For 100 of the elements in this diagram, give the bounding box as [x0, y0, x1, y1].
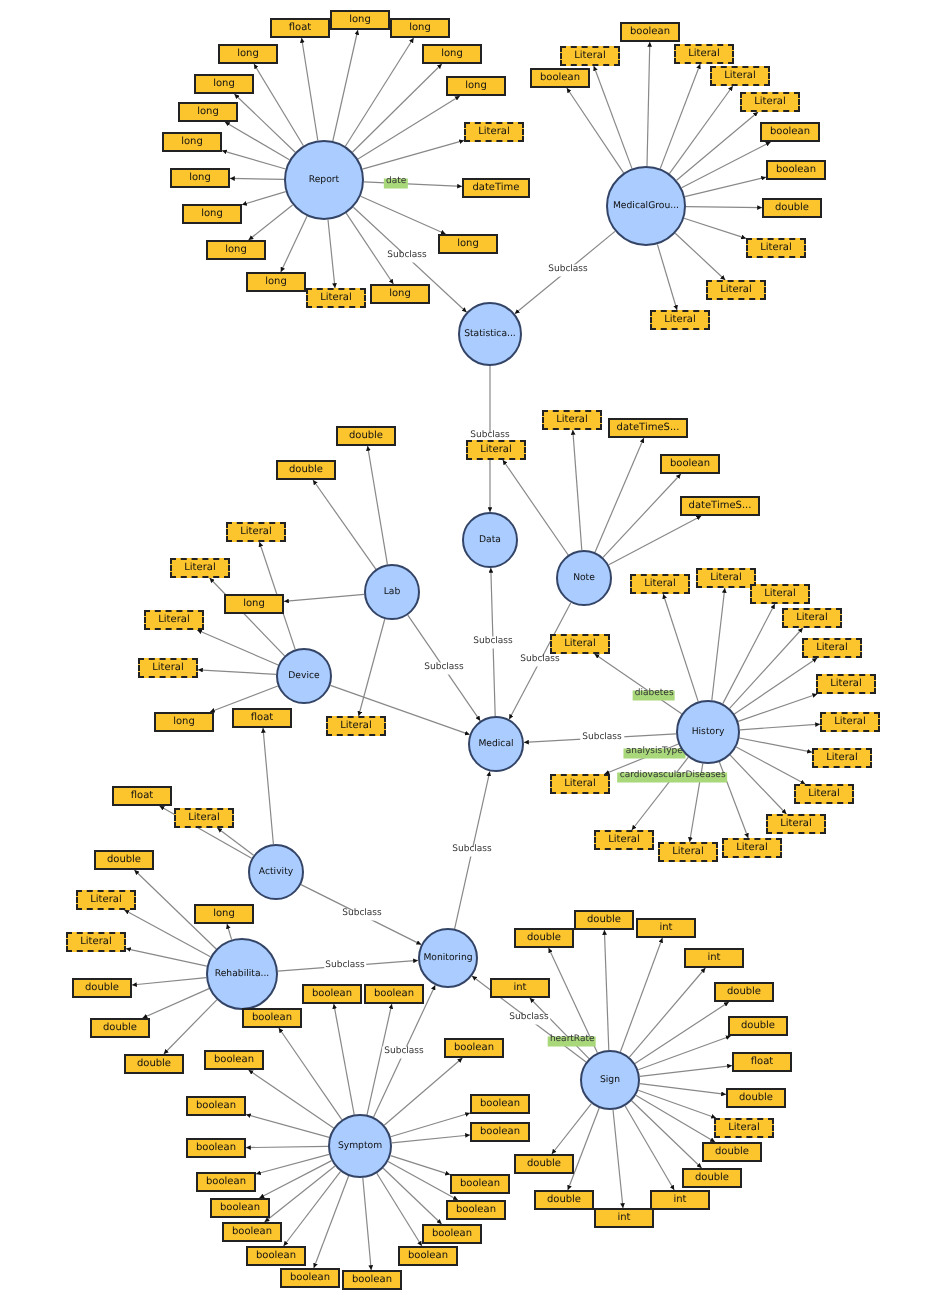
arrow — [264, 1165, 336, 1223]
arrow — [360, 195, 447, 235]
arrow — [685, 205, 763, 210]
arrow — [711, 587, 727, 701]
arrow — [241, 191, 287, 206]
arrow — [248, 204, 294, 241]
arrow — [332, 1003, 355, 1116]
arrow — [566, 87, 625, 174]
arrow — [131, 977, 207, 987]
arrow — [197, 667, 277, 675]
arrow — [125, 947, 208, 967]
arrow — [248, 1069, 335, 1129]
arrow — [637, 1035, 732, 1071]
arrow — [261, 727, 274, 845]
arrow — [739, 722, 821, 731]
arrow — [391, 1133, 471, 1144]
arrow — [567, 1107, 600, 1191]
arrow — [639, 1083, 727, 1097]
arrow — [283, 1170, 342, 1247]
arrow — [488, 567, 496, 717]
arrow — [722, 603, 776, 705]
arrow — [357, 95, 461, 160]
arrow — [529, 997, 590, 1060]
arrow — [278, 1027, 343, 1121]
arrow — [245, 1113, 330, 1138]
arrow — [352, 63, 443, 153]
arrow — [283, 593, 365, 604]
arrow — [209, 685, 279, 713]
arrow — [502, 459, 569, 556]
arrow — [373, 984, 436, 1118]
arrow — [684, 176, 767, 198]
arrow — [216, 827, 255, 856]
arrow — [327, 219, 337, 289]
arrow — [733, 657, 818, 715]
arrow — [313, 1175, 350, 1269]
arrow — [362, 1177, 374, 1271]
arrow — [624, 1105, 675, 1191]
arrow — [258, 1160, 333, 1199]
arrow — [729, 754, 787, 815]
arrow — [390, 1155, 451, 1176]
arrow — [224, 121, 290, 161]
arrow — [593, 65, 633, 170]
arrow — [332, 29, 360, 142]
arrow — [735, 746, 806, 785]
arrow — [548, 947, 598, 1054]
arrow — [635, 1094, 716, 1143]
arrow — [619, 937, 663, 1053]
arrow — [681, 141, 772, 189]
arrow — [300, 884, 422, 946]
arrow — [646, 41, 653, 167]
arrow — [255, 1153, 330, 1176]
arrow — [631, 1100, 703, 1169]
arrow — [163, 999, 218, 1055]
arrow — [634, 1001, 730, 1065]
arrow — [729, 627, 804, 709]
arrow — [454, 770, 492, 930]
arrow — [376, 1172, 423, 1247]
arrow — [594, 437, 645, 553]
arrow — [352, 206, 468, 313]
arrow — [628, 967, 706, 1058]
arrow — [668, 85, 734, 175]
arrow — [737, 693, 818, 722]
arrow — [123, 909, 211, 958]
arrow — [674, 232, 726, 281]
arrow — [366, 1003, 394, 1116]
arrow — [738, 737, 813, 754]
arrow — [361, 139, 465, 170]
arrow — [329, 684, 471, 736]
arrow — [508, 602, 572, 720]
arrow — [345, 212, 394, 285]
arrow — [676, 111, 759, 181]
arrow — [631, 756, 689, 831]
arrow — [594, 653, 683, 715]
arrow — [662, 593, 699, 703]
arrow — [612, 1109, 625, 1209]
arrow — [608, 515, 702, 566]
arrow — [226, 923, 233, 941]
arrow — [300, 37, 319, 141]
arrow — [366, 445, 388, 565]
arrow — [363, 181, 463, 189]
arrow — [344, 37, 415, 147]
arrow — [382, 1167, 443, 1225]
arrow — [602, 473, 682, 558]
arrow — [683, 217, 747, 240]
arrow — [196, 629, 279, 666]
arrow — [718, 761, 749, 839]
arrow — [280, 215, 308, 273]
arrow — [229, 176, 285, 181]
arrow — [133, 869, 217, 950]
arrow — [639, 1063, 733, 1077]
arrow — [551, 1103, 592, 1155]
arrow — [221, 149, 287, 170]
arrow — [142, 988, 210, 1019]
arrow — [570, 429, 583, 551]
arrow — [407, 614, 481, 722]
arrow — [637, 1089, 717, 1119]
arrow — [688, 763, 704, 843]
arrow — [233, 93, 296, 153]
arrow — [387, 1160, 459, 1201]
arrow — [253, 63, 304, 147]
